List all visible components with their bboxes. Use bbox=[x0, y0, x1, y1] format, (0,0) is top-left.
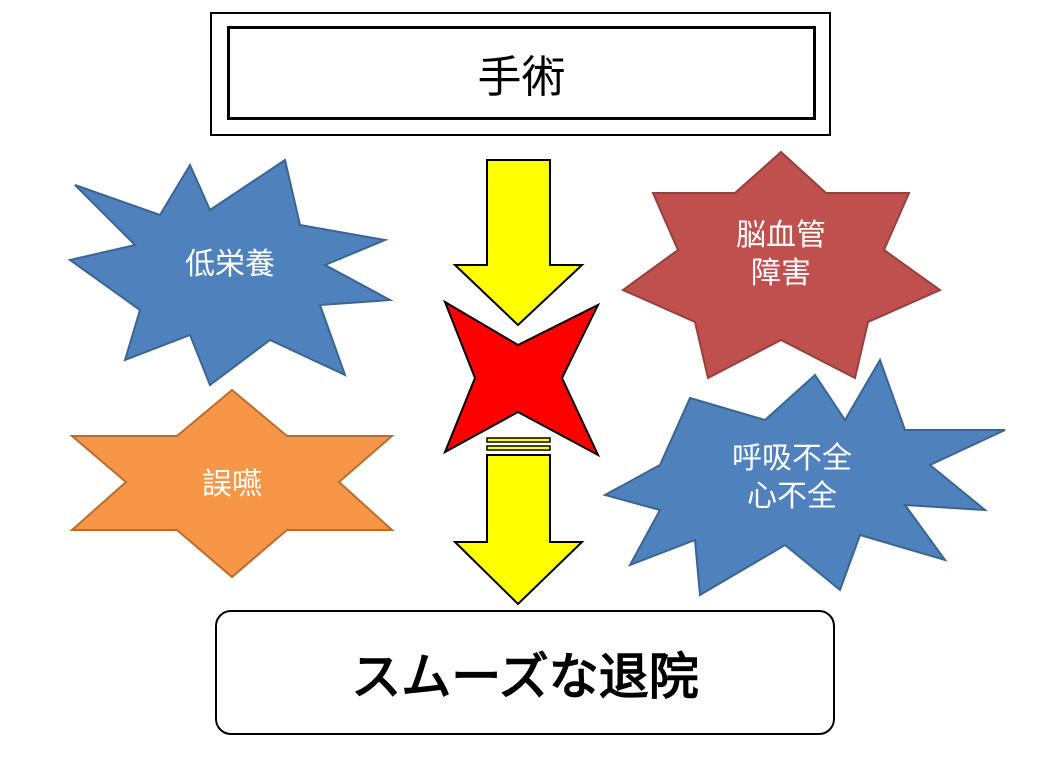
cardiorespiratory-starburst bbox=[602, 357, 1006, 597]
malnutrition-starburst bbox=[67, 158, 394, 387]
surgery-box: 手術 bbox=[227, 26, 816, 120]
cerebrovascular-starburst bbox=[621, 150, 943, 380]
blocked-cross bbox=[443, 299, 601, 458]
discharge-label: スムーズな退院 bbox=[351, 647, 699, 706]
cerebrovascular-label: 脳血管 障害 bbox=[736, 218, 826, 291]
surgery-box-outer bbox=[210, 12, 831, 136]
lower-arrow bbox=[452, 454, 585, 606]
upper-arrow bbox=[452, 159, 585, 327]
lower-arrow-cap-1 bbox=[486, 437, 551, 443]
aspiration-label: 誤嚥 bbox=[202, 467, 262, 502]
discharge-box: スムーズな退院 bbox=[215, 610, 835, 735]
surgery-label: 手術 bbox=[477, 52, 566, 103]
malnutrition-label: 低栄養 bbox=[185, 247, 275, 282]
cardiorespiratory-label: 呼吸不全 心不全 bbox=[732, 441, 852, 514]
lower-arrow-cap-2 bbox=[486, 445, 551, 451]
aspiration-star bbox=[69, 388, 395, 579]
